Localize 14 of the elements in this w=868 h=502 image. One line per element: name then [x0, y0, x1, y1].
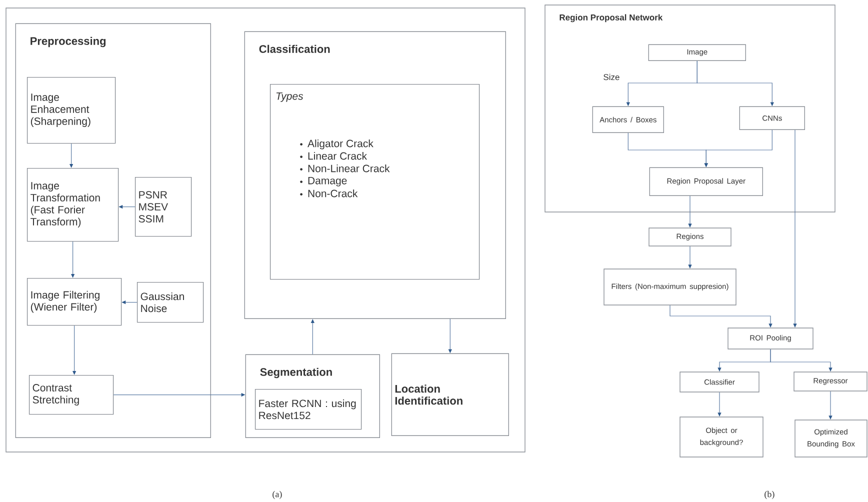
- process-box: PSNR MSEV SSIM: [134, 176, 192, 237]
- list-box: Types Aligator Crack Linear Crack Non-Linear Crack Damage Non-Crack: [270, 84, 480, 280]
- process-box: Faster RCNN : using ResNet152: [254, 388, 362, 430]
- size-label: Size: [604, 74, 620, 80]
- process-box: Location Identification: [391, 353, 509, 436]
- panel-label: (b): [764, 490, 774, 500]
- arrow: [310, 319, 314, 355]
- process-box: Contrast Stretching: [28, 374, 114, 415]
- box-frame: [6, 8, 526, 452]
- process-box: Image Filtering (Wiener Filter): [26, 278, 122, 326]
- panel-label: (a): [272, 490, 282, 500]
- process-box: Gaussian Noise: [136, 282, 204, 323]
- process-box: Image Transformation (Fast Forier Transform): [26, 168, 119, 242]
- process-box: Image Enhacement (Sharpening): [26, 76, 116, 144]
